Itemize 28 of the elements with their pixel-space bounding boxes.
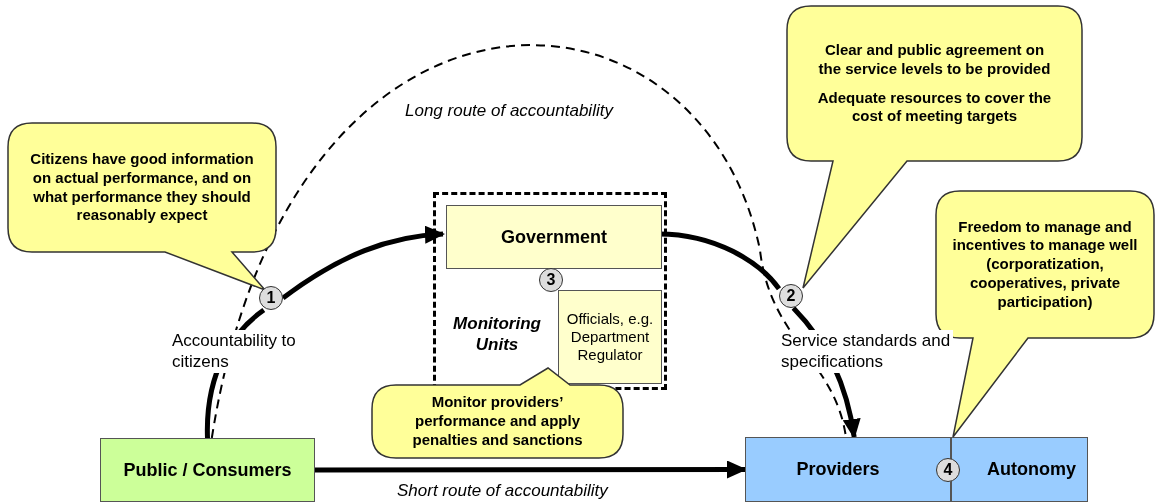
box-label: Autonomy bbox=[987, 459, 1076, 480]
speech-bubble bbox=[8, 123, 276, 290]
number-badge: 1 bbox=[259, 286, 283, 310]
callout-text: Citizens have good information on actual performance, and on what performance they should reasonably expect bbox=[29, 150, 255, 225]
callout-text: Monitor providers’ performance and apply penalties and sanctions bbox=[411, 393, 584, 450]
number-badge: 2 bbox=[779, 284, 803, 308]
edge-label: Long route of accountability bbox=[405, 100, 613, 122]
entity-box bbox=[100, 438, 315, 502]
group-label: Monitoring Units bbox=[452, 313, 542, 356]
edge-label: Short route of accountability bbox=[397, 480, 608, 502]
callout-text: Freedom to manage and incentives to manage well (corporatization, cooperatives, private participation) bbox=[951, 217, 1139, 312]
edge-label: Service standards and specifications bbox=[781, 330, 953, 373]
entity-box bbox=[558, 290, 662, 384]
entity-box bbox=[951, 437, 1088, 502]
entity-box bbox=[745, 437, 951, 502]
callout-text: Adequate resources to cover the cost of meeting targets bbox=[816, 88, 1053, 126]
entity-box bbox=[446, 205, 662, 269]
box-label: Providers bbox=[796, 459, 880, 480]
box-label: Officials, e.g. Department Regulator bbox=[565, 310, 655, 364]
dashed-arc bbox=[210, 45, 847, 439]
callout-text: Clear and public agreement on the service levels to be provided bbox=[817, 41, 1052, 79]
arrow bbox=[315, 460, 747, 479]
number-badge: 3 bbox=[539, 268, 563, 292]
speech-bubble bbox=[372, 368, 623, 458]
box-label: Public / Consumers bbox=[123, 459, 292, 481]
dashed-group-box bbox=[433, 192, 667, 390]
box-label: Government bbox=[501, 226, 607, 248]
arrow bbox=[281, 226, 445, 301]
